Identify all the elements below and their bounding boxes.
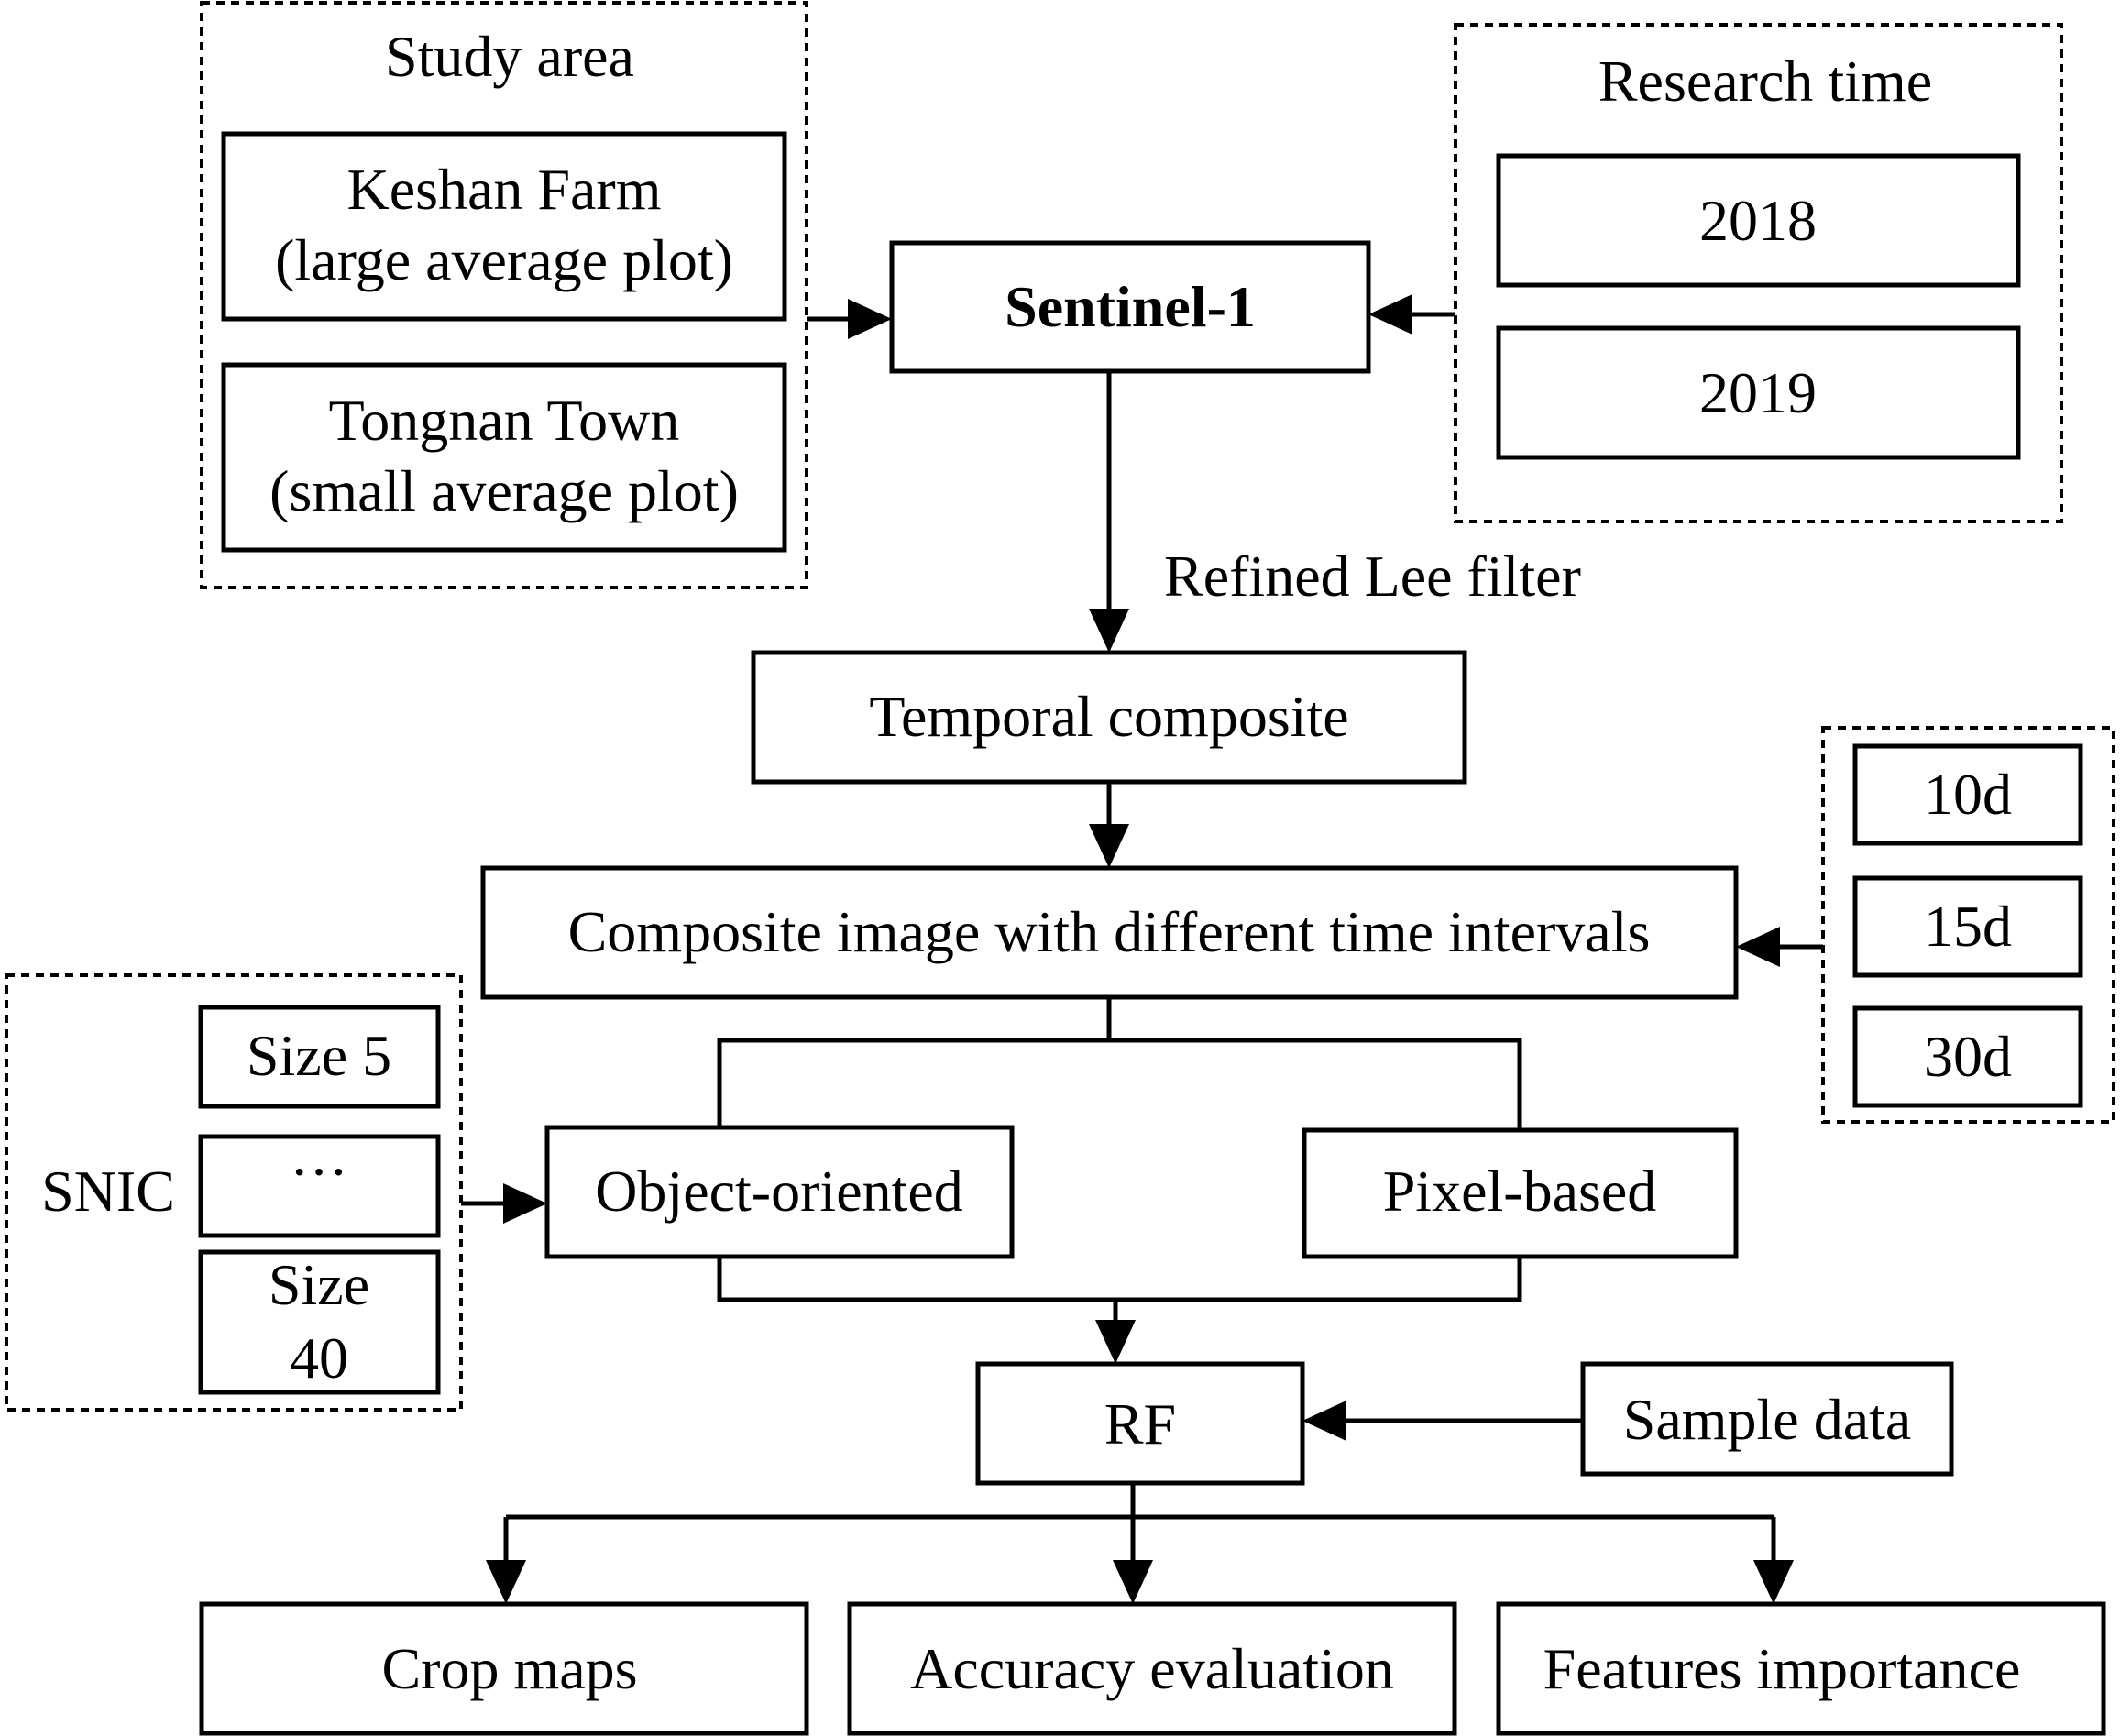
- accuracy-evaluation-box: [847, 1601, 1457, 1736]
- refined-lee-filter-label: Refined Lee filter: [1164, 544, 1581, 609]
- intervals-to-composite-arrowhead: [1736, 927, 1780, 967]
- sample-to-rf-arrowhead: [1302, 1401, 1346, 1441]
- composite-image-label: Composite image with different time inte…: [568, 899, 1651, 964]
- year-2018-box: [1496, 153, 2021, 288]
- to-features-arrowhead: [1753, 1560, 1794, 1604]
- year-2019-box: [1496, 325, 2021, 460]
- sample-data-label: Sample data: [1623, 1387, 1912, 1452]
- study-area-title: Study area: [385, 24, 634, 89]
- tongnan-town-label: Tongnan Town: [329, 388, 680, 453]
- object-oriented-box: [544, 1125, 1015, 1259]
- crop-maps-label: Crop maps: [381, 1636, 637, 1701]
- temporal-composite-label: Temporal composite: [869, 684, 1348, 749]
- accuracy-evaluation-label: Accuracy evaluation: [910, 1636, 1394, 1701]
- rf-box: [975, 1361, 1305, 1486]
- research-time-title: Research time: [1598, 49, 1932, 114]
- interval-10d-box: [1852, 743, 2083, 846]
- research-time-to-sentinel-arrowhead: [1368, 294, 1412, 335]
- keshan-farm-label: Keshan Farm: [346, 157, 661, 222]
- merge-to-rf-arrowhead: [1095, 1320, 1136, 1364]
- pixel-based-label: Pixel-based: [1383, 1159, 1657, 1224]
- rf-label: RF: [1104, 1391, 1176, 1456]
- interval-10d-label: 10d: [1924, 762, 2012, 827]
- snic-size-5-box: [198, 1005, 441, 1109]
- crop-maps-box: [199, 1601, 809, 1736]
- research-time-group: [1454, 23, 2063, 523]
- snic-ellipsis-box: [198, 1134, 441, 1238]
- interval-30d-label: 30d: [1924, 1024, 2012, 1089]
- keshan-farm-sublabel: (large average plot): [275, 227, 733, 292]
- snic-size-5-label: Size 5: [247, 1023, 391, 1088]
- tongnan-town-box: [221, 362, 787, 553]
- to-accuracy-arrowhead: [1113, 1560, 1153, 1604]
- tongnan-town-sublabel: (small average plot): [269, 458, 739, 523]
- interval-15d-label: 15d: [1924, 894, 2012, 959]
- object-oriented-label: Object-oriented: [595, 1159, 963, 1224]
- study-area-group: [200, 1, 808, 589]
- year-2018-label: 2018: [1699, 188, 1817, 253]
- sentinel-1-label: Sentinel-1: [1005, 274, 1256, 339]
- keshan-farm-box: [221, 131, 787, 322]
- snic-label: SNIC: [41, 1159, 175, 1224]
- sentinel-1-box: [889, 240, 1371, 374]
- composite-branch-line-right: [1109, 1038, 1522, 1130]
- pixel-based-box: [1302, 1127, 1739, 1259]
- snic-to-object-arrowhead: [503, 1183, 547, 1224]
- interval-15d-box: [1852, 875, 2083, 978]
- snic-ellipsis-label: ···: [290, 1139, 348, 1204]
- to-crop-maps-arrowhead: [486, 1560, 526, 1604]
- features-importance-label: Features importance: [1543, 1636, 2021, 1701]
- merge-line: [717, 1257, 1522, 1302]
- time-interval-group: [1821, 726, 2115, 1124]
- sample-data-box: [1580, 1361, 1954, 1477]
- interval-30d-box: [1852, 1005, 2083, 1108]
- study-area-to-sentinel-arrowhead: [848, 299, 892, 339]
- composite-image-box: [480, 865, 1739, 1000]
- snic-size-40-box: [198, 1249, 441, 1395]
- snic-size-40-label-line2: 40: [290, 1325, 348, 1390]
- sentinel-to-temporal-arrowhead: [1089, 609, 1129, 653]
- year-2019-label: 2019: [1699, 360, 1817, 425]
- temporal-to-composite-arrowhead: [1089, 824, 1129, 868]
- composite-branch-line: [717, 997, 1112, 1127]
- features-importance-box: [1496, 1601, 2106, 1736]
- snic-size-40-label-line1: Size: [269, 1252, 369, 1317]
- snic-group: [5, 973, 463, 1412]
